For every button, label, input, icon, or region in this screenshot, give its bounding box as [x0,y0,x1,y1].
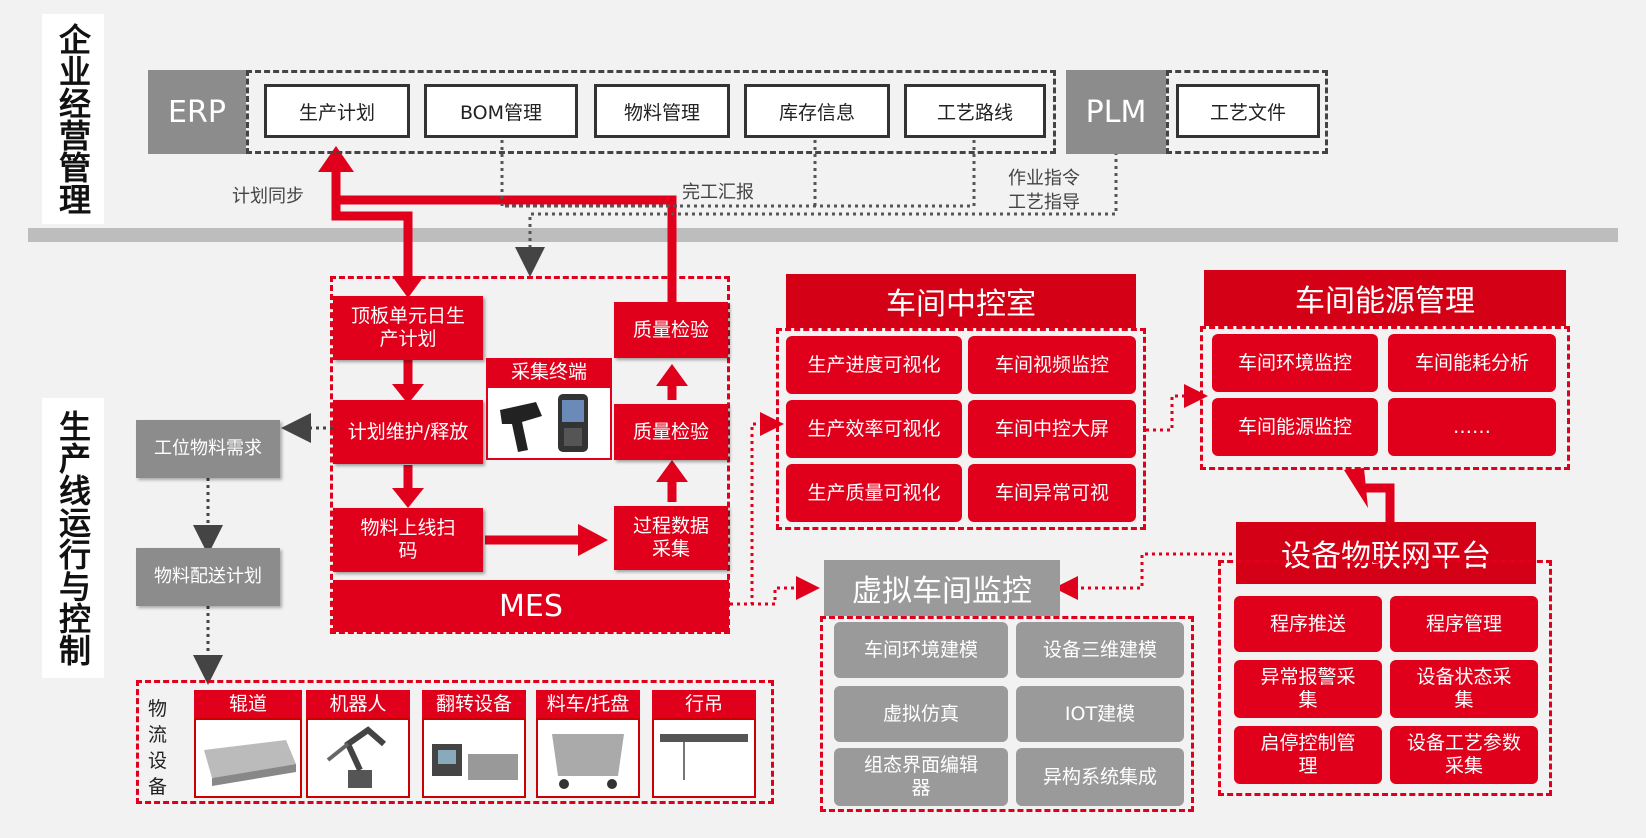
iot-title: 设备物联网平台 [1236,522,1536,584]
control-efficiency-visual: 生产效率可视化 [786,400,962,458]
mes-daily-plan: 顶板单元日生产计划 [333,296,483,360]
plm-block: PLM [1066,70,1166,154]
iot-dashed-group [1218,560,1552,796]
roller-image [194,718,302,798]
collect-terminal-title: 采集终端 [486,358,612,386]
roller-title: 辊道 [194,690,302,718]
flipper-title: 翻转设备 [422,690,526,718]
mes-dashed-group [330,276,730,634]
energy-env-monitor: 车间环境监控 [1212,334,1378,392]
virtual-env-modeling: 车间环境建模 [834,622,1008,678]
erp-item-inventory: 库存信息 [744,84,890,138]
logistics-label: 物流设备 [148,698,168,798]
virtual-dashed-group [820,616,1194,812]
control-video-monitor: 车间视频监控 [968,336,1136,394]
logistics-item-roller: 辊道 [194,690,302,798]
station-material-demand: 工位物料需求 [136,420,280,478]
erp-block: ERP [148,70,246,154]
robot-image [306,718,410,798]
completion-report-label: 完工汇报 [682,182,754,203]
erp-item-routing: 工艺路线 [904,84,1046,138]
plm-item-process-doc: 工艺文件 [1176,84,1320,138]
crane-image [652,718,756,798]
cart-image [536,718,640,798]
virtual-iot-modeling: IOT建模 [1016,686,1184,742]
work-instruction-label: 作业指令 [1008,168,1080,189]
control-room-title: 车间中控室 [786,274,1136,328]
logistics-item-robot: 机器人 [306,690,410,798]
virtual-simulation: 虚拟仿真 [834,686,1008,742]
scanner-icon [500,394,588,452]
control-quality-visual: 生产质量可视化 [786,464,962,522]
erp-dashed-group [246,70,1056,154]
energy-title: 车间能源管理 [1204,270,1566,326]
plan-sync-label: 计划同步 [232,186,304,207]
mes-plan-release: 计划维护/释放 [333,400,483,464]
mes-process-data: 过程数据采集 [614,506,728,570]
virtual-3d-modeling: 设备三维建模 [1016,622,1184,678]
control-big-screen: 车间中控大屏 [968,400,1136,458]
iot-alarm-collect: 异常报警采集 [1234,660,1382,718]
process-guide-label: 工艺指导 [1008,192,1080,213]
control-exception-visual: 车间异常可视 [968,464,1136,522]
production-line-label: 生产线运行与控制 [42,398,104,678]
logistics-dashed-group [136,680,774,804]
material-delivery-plan: 物料配送计划 [136,548,280,606]
energy-consumption: 车间能耗分析 [1388,334,1556,392]
erp-item-bom: BOM管理 [424,84,578,138]
control-progress-visual: 生产进度可视化 [786,336,962,394]
mes-quality-2: 质量检验 [614,404,728,460]
virtual-title: 虚拟车间监控 [824,560,1060,616]
logistics-item-flipper: 翻转设备 [422,690,526,798]
enterprise-management-label: 企业经营管理 [42,14,104,224]
crane-title: 行吊 [652,690,756,718]
erp-item-material: 物料管理 [594,84,730,138]
iot-start-stop: 启停控制管理 [1234,726,1382,784]
energy-more: …… [1388,398,1556,456]
collect-terminal-image [486,386,612,460]
erp-item-production-plan: 生产计划 [264,84,410,138]
logistics-item-cart: 料车/托盘 [536,690,640,798]
iot-status-collect: 设备状态采集 [1390,660,1538,718]
virtual-ui-editor: 组态界面编辑器 [834,748,1008,806]
mes-quality-1: 质量检验 [614,302,728,358]
iot-program-push: 程序推送 [1234,596,1382,652]
plm-dashed-group [1166,70,1328,154]
mes-scan: 物料上线扫码 [333,508,483,572]
mes-label: MES [333,580,729,632]
control-room-dashed-group [776,328,1146,530]
logistics-item-crane: 行吊 [652,690,756,798]
energy-monitor: 车间能源监控 [1212,398,1378,456]
iot-program-manage: 程序管理 [1390,596,1538,652]
cart-title: 料车/托盘 [536,690,640,718]
energy-dashed-group [1200,326,1570,470]
robot-title: 机器人 [306,690,410,718]
iot-process-params: 设备工艺参数采集 [1390,726,1538,784]
virtual-heterogeneous-integration: 异构系统集成 [1016,748,1184,806]
flipper-image [422,718,526,798]
separator-bar [28,228,1618,242]
